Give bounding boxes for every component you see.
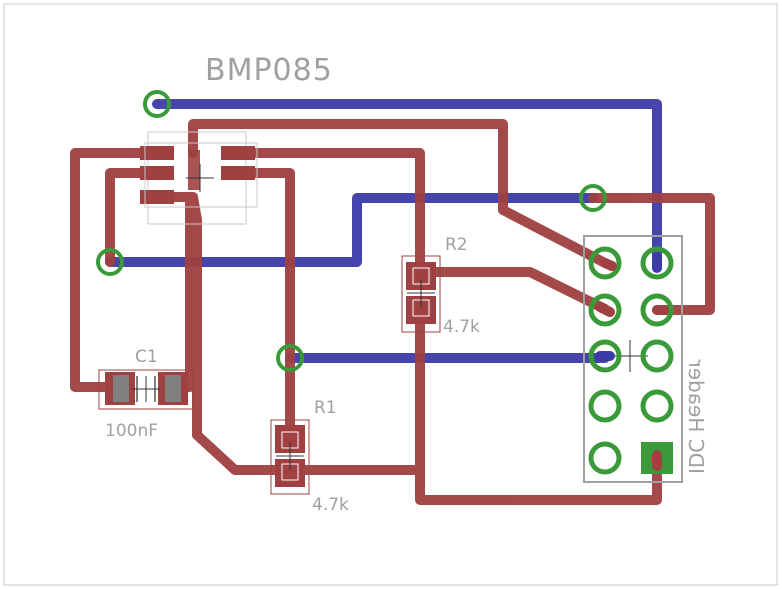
header-outline — [583, 235, 683, 483]
chip-pad-2 — [140, 166, 174, 180]
header-pin-1 — [588, 246, 622, 280]
trace-c1-right — [175, 192, 195, 392]
header-drill-7 — [598, 399, 612, 413]
resistor-r1: R1 4.7k — [270, 398, 349, 515]
trace-header-right-loop — [588, 193, 715, 315]
r1-value-label: 4.7k — [312, 495, 349, 515]
chip-pad-5 — [221, 166, 255, 180]
via-r1-top — [276, 344, 304, 372]
header-pin-7 — [588, 389, 622, 423]
c1-pad-right-inner — [165, 375, 181, 402]
c1-value-label: 100nF — [105, 421, 158, 441]
chip-pad-4 — [221, 146, 255, 160]
trace-c1-left — [70, 148, 162, 392]
via-left-middle — [96, 248, 124, 276]
header-drill-6 — [650, 349, 664, 363]
header-pin-8 — [640, 389, 674, 423]
trace-chip-left-bottom — [105, 168, 162, 267]
header-pin-trace-fills — [595, 253, 669, 471]
header-pin-drills — [598, 349, 664, 465]
chip-pad-3 — [140, 190, 174, 204]
header-pin-9 — [588, 441, 622, 475]
pin3-trace-end — [595, 302, 615, 317]
trace-r2-down — [415, 305, 662, 505]
trace-chip-right-bottom — [233, 168, 295, 435]
r2-ref-label: R2 — [445, 235, 468, 255]
header-pins — [588, 246, 674, 475]
board-title: BMP085 — [205, 53, 333, 88]
header-pin-5 — [588, 339, 622, 373]
chip-pad-6 — [188, 150, 200, 190]
r2-value-label: 4.7k — [443, 317, 480, 337]
trace-bottom-middle — [105, 193, 598, 267]
via-right-top — [579, 184, 607, 212]
capacitor-c1: C1 100nF — [98, 347, 194, 441]
trace-r2-to-header — [415, 267, 610, 314]
trace-chip-down — [152, 192, 295, 475]
chip-inner-outline — [144, 142, 258, 208]
bottom-layer-traces — [105, 99, 662, 363]
c1-pad-left-inner — [113, 375, 129, 402]
header-pin-4 — [640, 293, 674, 327]
pin1-trace-end — [600, 258, 617, 271]
trace-chip-to-header-top — [188, 119, 610, 268]
top-layer-traces — [70, 119, 715, 505]
bmp085-footprint — [140, 131, 258, 225]
header-label: IDC Header — [684, 359, 708, 474]
r1-body-outline — [270, 419, 310, 495]
header-drill-8 — [650, 399, 664, 413]
c1-ref-label: C1 — [135, 347, 158, 367]
vias — [96, 90, 607, 372]
resistor-r2: R2 4.7k — [401, 235, 480, 337]
trace-bottom-top-loop — [152, 99, 662, 270]
header-drill-9 — [598, 451, 612, 465]
trace-chip-right-top — [233, 148, 425, 275]
via-top-left — [143, 90, 171, 118]
r1-ref-label: R1 — [314, 398, 337, 418]
header-pin-3 — [588, 293, 622, 327]
header-pin-2 — [640, 246, 674, 280]
c1-body-outline — [98, 369, 194, 410]
chip-pad-1 — [140, 146, 174, 160]
idc-header: IDC Header — [583, 235, 708, 483]
board-outline — [3, 3, 778, 586]
r2-body-outline — [401, 255, 441, 333]
header-pin-6 — [640, 339, 674, 373]
